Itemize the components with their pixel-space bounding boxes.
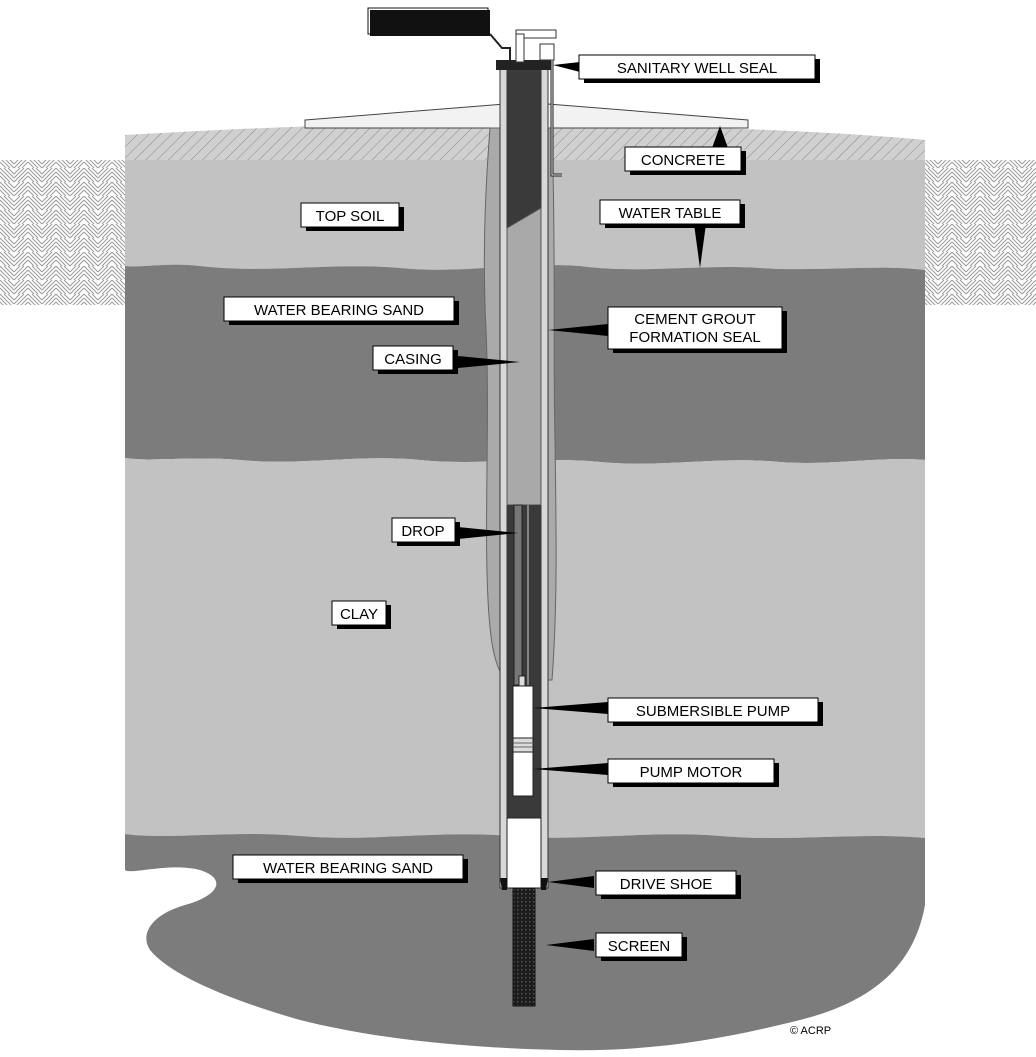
- leader-casing: [458, 356, 520, 368]
- leader-concrete: [712, 126, 728, 148]
- drive-shoe-right: [541, 878, 548, 890]
- screen-coupling: [506, 817, 542, 889]
- casing-right-wall: [540, 67, 549, 889]
- label-casing-text: CASING: [384, 351, 442, 368]
- label-clay-text: CLAY: [340, 606, 378, 623]
- right-side-hatch: [925, 160, 1036, 305]
- label-submersible-pump-text: SUBMERSIBLE PUMP: [636, 703, 790, 720]
- label-clay: CLAY: [331, 600, 391, 629]
- leader-drop: [458, 527, 518, 539]
- label-water-table-text: WATER TABLE: [619, 205, 722, 222]
- label-screen-text: SCREEN: [608, 938, 671, 955]
- pump-intake: [512, 737, 534, 753]
- label-sanitary-well-seal: SANITARY WELL SEAL: [578, 54, 820, 83]
- label-water-bearing-sand-upper-text: WATER BEARING SAND: [254, 302, 424, 319]
- leader-drive-shoe: [548, 876, 594, 888]
- leader-screen: [546, 939, 594, 951]
- well-screen: [512, 887, 536, 1007]
- leader-water-table: [694, 224, 706, 268]
- label-top-soil: TOP SOIL: [300, 202, 404, 231]
- label-water-bearing-sand-upper: WATER BEARING SAND: [223, 296, 459, 325]
- vent-pipe: [515, 29, 525, 63]
- label-sanitary-well-seal-text: SANITARY WELL SEAL: [617, 60, 777, 77]
- label-pump-motor: PUMP MOTOR: [607, 758, 779, 787]
- submersible-pump: [512, 685, 534, 739]
- label-pump-motor-text: PUMP MOTOR: [640, 764, 743, 781]
- label-cement-grout: CEMENT GROUT FORMATION SEAL: [607, 306, 787, 353]
- label-drive-shoe: DRIVE SHOE: [595, 870, 741, 899]
- copyright: © ACRP: [790, 1025, 831, 1037]
- leader-submersible-pump: [533, 702, 608, 714]
- pipe-elbow: [515, 29, 557, 39]
- casing-left-wall: [499, 67, 508, 889]
- pressure-switch: [539, 43, 555, 61]
- control-box-edge: [367, 7, 489, 35]
- label-cement-grout-line2: FORMATION SEAL: [629, 329, 760, 346]
- label-casing: CASING: [372, 345, 458, 374]
- casing-interior-upper: [507, 68, 541, 228]
- drive-shoe-left: [500, 878, 507, 890]
- label-drop-text: DROP: [401, 523, 444, 540]
- water-line-inner: [551, 60, 562, 176]
- label-drop: DROP: [391, 517, 460, 546]
- control-wire: [489, 33, 511, 60]
- label-screen: SCREEN: [595, 932, 687, 961]
- label-cement-grout-line1: CEMENT GROUT: [634, 311, 755, 328]
- well-cap: [496, 60, 552, 70]
- label-concrete: CONCRETE: [624, 146, 746, 175]
- leader-cement-grout: [548, 324, 608, 336]
- control-box: [370, 10, 490, 36]
- casing-cutaway: [506, 207, 542, 506]
- left-side-hatch: [0, 160, 125, 305]
- leader-pump-motor: [533, 763, 608, 775]
- label-water-bearing-sand-lower: WATER BEARING SAND: [232, 854, 468, 883]
- label-water-table: WATER TABLE: [599, 199, 745, 228]
- label-water-bearing-sand-lower-text: WATER BEARING SAND: [263, 860, 433, 877]
- label-top-soil-text: TOP SOIL: [316, 208, 385, 225]
- pump-connector: [518, 675, 526, 687]
- label-concrete-text: CONCRETE: [641, 152, 725, 169]
- label-drive-shoe-text: DRIVE SHOE: [620, 876, 713, 893]
- label-submersible-pump: SUBMERSIBLE PUMP: [607, 697, 823, 726]
- leader-sanitary-seal: [553, 62, 580, 72]
- pump-motor: [512, 751, 534, 797]
- drop-pipe: [513, 504, 523, 686]
